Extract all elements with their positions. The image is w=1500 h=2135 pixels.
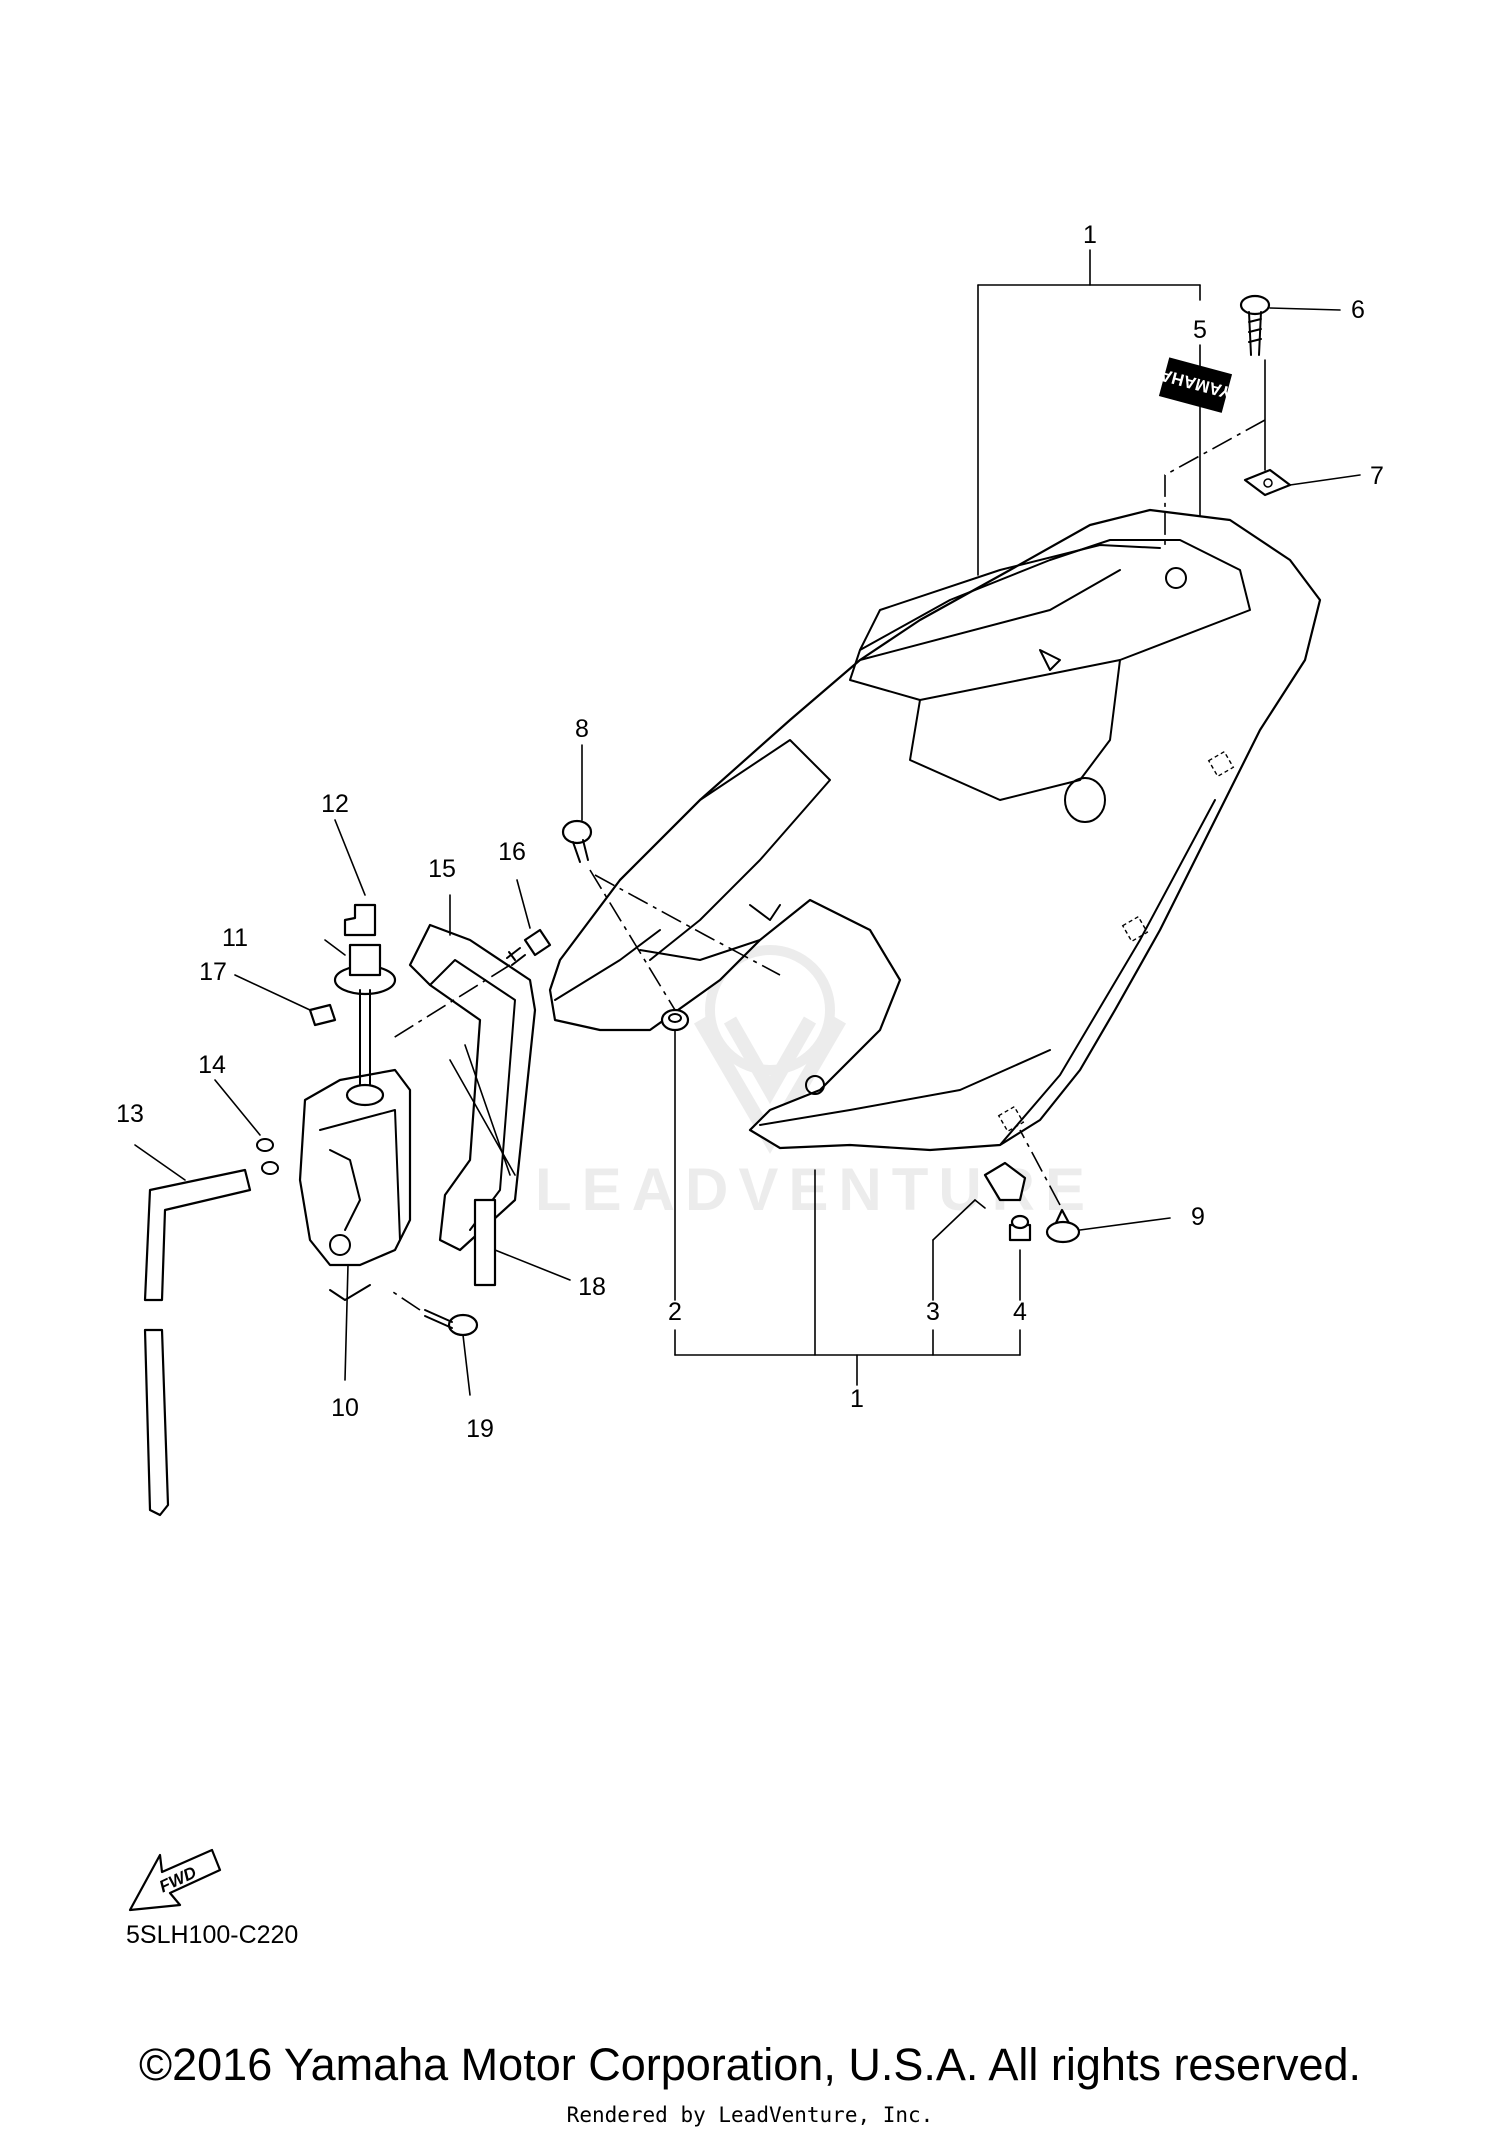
callout-18: 18	[578, 1273, 606, 1301]
strip-18	[473, 1198, 571, 1287]
clamp-14	[214, 1079, 279, 1175]
callout-1-top: 1	[1083, 221, 1097, 249]
callout-12: 12	[321, 790, 349, 818]
copyright-notice: ©2016 Yamaha Motor Corporation, U.S.A. A…	[138, 2039, 1362, 2090]
rear-seat-cowl	[548, 508, 1322, 1152]
bracket-1-bottom	[674, 1029, 1021, 1386]
callout-13: 13	[116, 1100, 144, 1128]
side-cover-15	[408, 894, 537, 1252]
callout-6: 6	[1351, 296, 1365, 324]
callout-2: 2	[668, 1298, 682, 1326]
callout-1-bottom: 1	[850, 1385, 864, 1413]
callout-4: 4	[1013, 1298, 1027, 1326]
callout-5: 5	[1193, 316, 1207, 344]
screw-8	[561, 744, 781, 1011]
bolt-19	[389, 1289, 479, 1396]
callout-16: 16	[498, 838, 526, 866]
callout-11: 11	[222, 924, 248, 952]
callout-15: 15	[428, 855, 456, 883]
grommet-4	[1008, 1214, 1032, 1242]
callout-9: 9	[1191, 1203, 1205, 1231]
damper-3	[974, 1161, 1027, 1209]
decal-yamaha: YAMAHA	[1158, 357, 1233, 413]
diagram-code: 5SLH100-C220	[126, 1921, 299, 1949]
cap-11	[324, 939, 397, 1107]
elbow-12	[334, 819, 377, 937]
clip-17	[234, 974, 337, 1027]
grommet-2	[660, 1008, 690, 1032]
callout-19: 19	[466, 1415, 494, 1443]
bolt-16	[389, 879, 552, 1041]
reservoir-tank-10	[298, 1068, 412, 1381]
rivet-9	[1019, 1129, 1171, 1244]
nut-7	[1164, 359, 1361, 545]
rendered-by-notice: Rendered by LeadVenture, Inc.	[566, 2103, 934, 2127]
callout-14: 14	[198, 1051, 226, 1079]
screw-6	[1239, 294, 1341, 356]
callout-7: 7	[1370, 462, 1384, 490]
callout-17: 17	[199, 958, 227, 986]
hose-13	[134, 1144, 252, 1517]
fwd-arrow-icon: FWD	[128, 1848, 222, 1912]
callout-10: 10	[331, 1394, 359, 1422]
callout-8: 8	[575, 715, 589, 743]
callout-3: 3	[926, 1298, 940, 1326]
